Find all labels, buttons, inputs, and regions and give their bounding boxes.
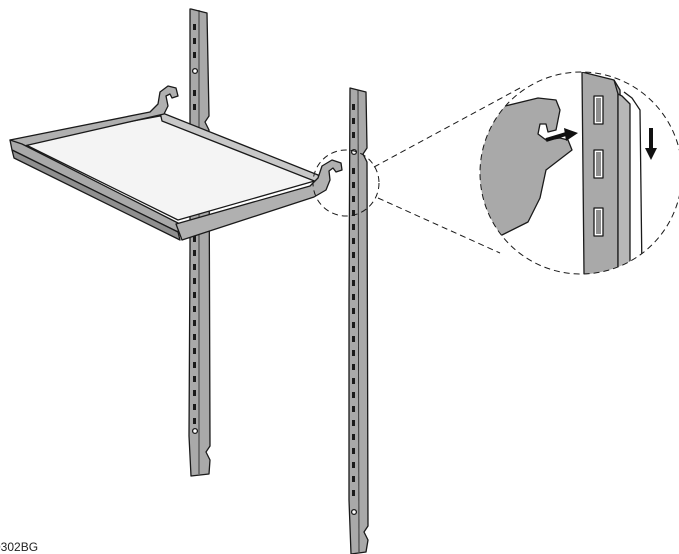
zoom-bracket-hook — [480, 97, 573, 239]
detail-marker-circle — [312, 149, 380, 217]
shelf-front-lip — [11, 149, 181, 241]
right-upright — [348, 87, 369, 554]
left-bracket — [9, 85, 179, 147]
left-upright — [188, 8, 211, 477]
shelf — [9, 85, 343, 241]
zoom-detail — [479, 71, 679, 275]
figure-part-code: 0302BG — [0, 540, 39, 554]
detail-callout-lines — [373, 87, 521, 254]
right-bracket — [175, 159, 343, 241]
zoom-frame-circle — [479, 71, 679, 275]
arrow-right-icon — [545, 128, 578, 142]
arrow-down-icon — [645, 128, 657, 160]
